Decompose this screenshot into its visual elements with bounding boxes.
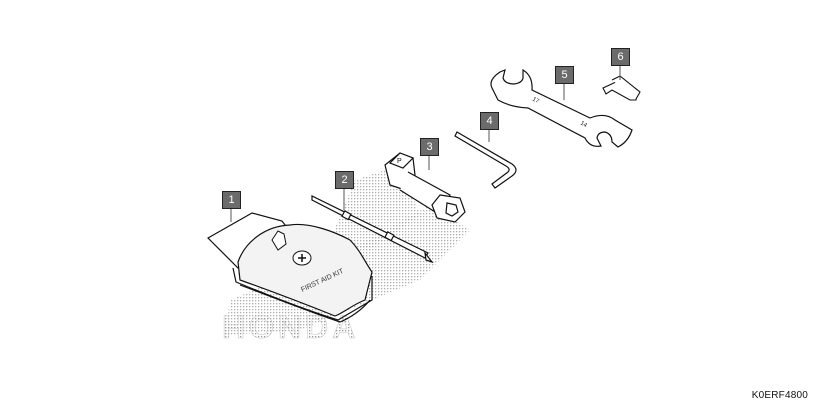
callout-part-4[interactable]: 4: [480, 112, 499, 130]
svg-text:14: 14: [579, 121, 588, 130]
diagram-part-code: K0ERF4800: [751, 390, 808, 401]
first-aid-kit-drawing[interactable]: FIRST AID KIT: [207, 212, 373, 323]
callout-part-1[interactable]: 1: [222, 191, 241, 209]
honda-watermark: HONDA: [222, 309, 359, 346]
svg-text:17: 17: [531, 97, 540, 106]
leader-lines: [230, 65, 621, 222]
svg-text:HONDA: HONDA: [222, 309, 359, 345]
svg-text:P: P: [397, 158, 402, 165]
spark-plug-socket-drawing[interactable]: P: [384, 152, 466, 223]
hex-key-drawing[interactable]: [454, 131, 517, 189]
open-end-wrench-drawing[interactable]: 17 14: [490, 68, 633, 148]
callout-part-3[interactable]: 3: [420, 138, 439, 156]
clip-drawing[interactable]: [602, 75, 641, 101]
callout-part-2[interactable]: 2: [335, 171, 354, 189]
screwdriver-bit-drawing[interactable]: [311, 195, 434, 264]
callout-part-5[interactable]: 5: [555, 66, 574, 84]
callout-part-6[interactable]: 6: [611, 48, 630, 66]
